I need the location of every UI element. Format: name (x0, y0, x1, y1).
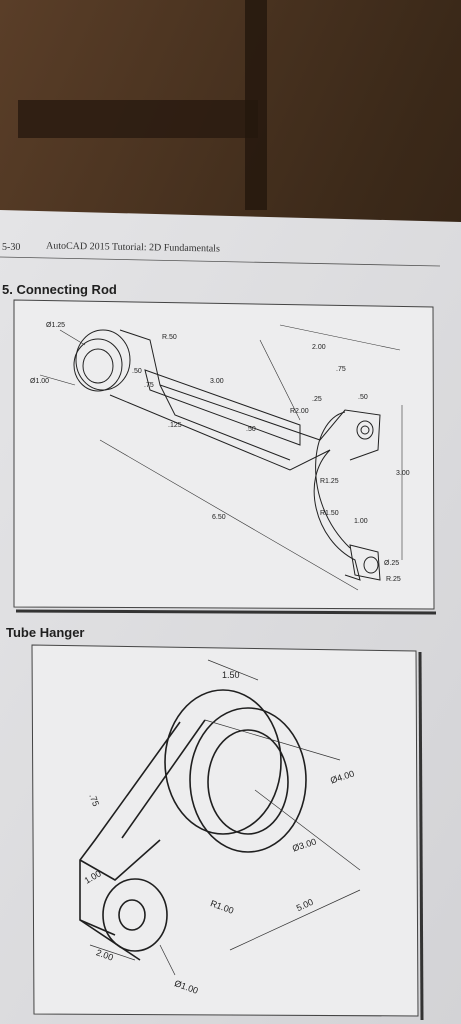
dim-label: R.25 (386, 576, 401, 583)
dim-label: 1.50 (222, 670, 240, 680)
dim-label: .50 (358, 394, 368, 401)
page-number: 5-30 (2, 242, 21, 253)
dim-label: R.50 (162, 334, 177, 341)
dim-label: Ø.25 (384, 560, 400, 567)
dim-label: .75 (336, 366, 346, 373)
connecting-rod-drawing (73, 329, 381, 581)
dim-label: R2.00 (290, 408, 309, 415)
figure1-frame (13, 299, 435, 610)
connecting-rod-dimension-lines (39, 324, 403, 591)
figure2-frame (31, 644, 419, 1017)
dim-label: Ø1.25 (46, 322, 66, 329)
dim-label: 1.00 (354, 518, 368, 525)
chair-leg (245, 0, 267, 210)
dim-label: .125 (168, 422, 182, 429)
dim-label: Ø1.00 (30, 378, 50, 385)
figure1-title: 5. Connecting Rod (2, 282, 117, 297)
dim-label: .75 (144, 382, 154, 389)
dim-label: .50 (132, 368, 142, 375)
header-rule (0, 256, 441, 267)
figure2-title: Tube Hanger (6, 625, 85, 640)
dim-label: .25 (312, 396, 322, 403)
chair-slat (18, 100, 258, 138)
figure1-shadow (15, 609, 437, 615)
tube-hanger-dimension-lines (89, 659, 361, 976)
tube-hanger-drawing (79, 689, 307, 961)
figure2-shadow-right (418, 651, 424, 1021)
dim-label: 3.00 (396, 470, 410, 477)
dim-label: 3.00 (210, 378, 224, 385)
dim-label: R1.50 (320, 510, 339, 517)
dim-label: R1.25 (320, 478, 339, 485)
dim-label: 6.50 (212, 514, 226, 521)
dim-label: 2.00 (312, 344, 326, 351)
dim-label: .50 (246, 426, 256, 433)
